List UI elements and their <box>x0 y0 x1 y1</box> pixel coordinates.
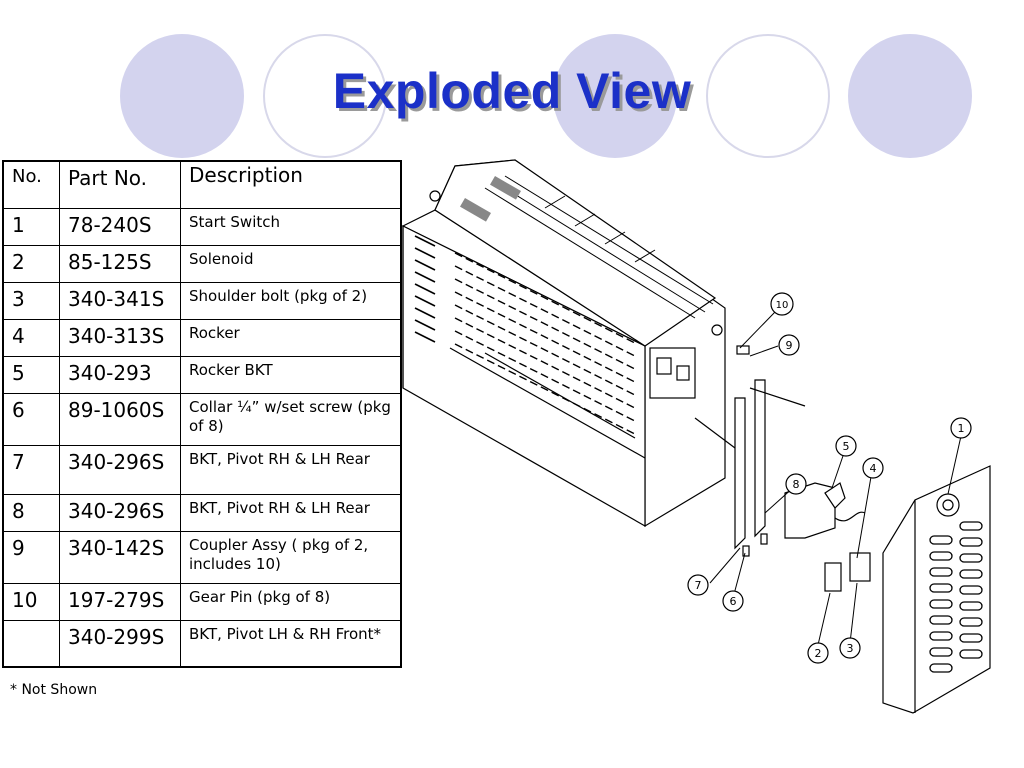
table-row: 3 340-341S Shoulder bolt (pkg of 2) <box>2 282 402 320</box>
svg-text:1: 1 <box>958 422 965 435</box>
svg-text:6: 6 <box>730 595 737 608</box>
header-part-no: Part No. <box>59 160 181 209</box>
table-row: 4 340-313S Rocker <box>2 319 402 357</box>
row-description: Rocker <box>180 319 402 357</box>
row-no: 5 <box>2 356 60 394</box>
row-description: Rocker BKT <box>180 356 402 394</box>
bracket-drawing <box>694 345 871 592</box>
decor-circle-3 <box>553 34 677 158</box>
row-no: 10 <box>2 583 60 621</box>
row-no: 8 <box>2 494 60 532</box>
row-no: 2 <box>2 245 60 283</box>
row-description: Collar ¼” w/set screw (pkg of 8) <box>180 393 402 446</box>
svg-text:5: 5 <box>843 440 850 453</box>
table-row: 8 340-296S BKT, Pivot RH & LH Rear <box>2 494 402 532</box>
decor-circle-2 <box>263 34 387 158</box>
row-no <box>2 620 60 667</box>
callout-2: 2 <box>807 642 829 664</box>
callout-3: 3 <box>839 637 861 659</box>
table-row: 10 197-279S Gear Pin (pkg of 8) <box>2 583 402 621</box>
row-no: 1 <box>2 208 60 246</box>
row-part-no: 85-125S <box>59 245 181 283</box>
callout-7: 7 <box>687 574 709 596</box>
row-no: 9 <box>2 531 60 584</box>
row-no: 3 <box>2 282 60 320</box>
row-part-no: 78-240S <box>59 208 181 246</box>
cover-panel-drawing <box>882 465 991 714</box>
row-part-no: 340-341S <box>59 282 181 320</box>
exploded-view-drawing: 1 2 3 4 5 6 7 8 9 10 <box>401 159 991 714</box>
row-description: Gear Pin (pkg of 8) <box>180 583 402 621</box>
row-description: Shoulder bolt (pkg of 2) <box>180 282 402 320</box>
decor-circle-5 <box>848 34 972 158</box>
row-part-no: 340-142S <box>59 531 181 584</box>
callout-1: 1 <box>950 417 972 439</box>
row-no: 6 <box>2 393 60 446</box>
svg-text:9: 9 <box>786 339 793 352</box>
row-description: BKT, Pivot RH & LH Rear <box>180 445 402 495</box>
row-description: Coupler Assy ( pkg of 2, includes 10) <box>180 531 402 584</box>
row-description: Start Switch <box>180 208 402 246</box>
row-part-no: 340-299S <box>59 620 181 667</box>
row-part-no: 340-296S <box>59 494 181 532</box>
row-part-no: 340-296S <box>59 445 181 495</box>
row-part-no: 197-279S <box>59 583 181 621</box>
callout-9: 9 <box>778 334 800 356</box>
callout-8: 8 <box>785 473 807 495</box>
housing-drawing <box>401 159 726 528</box>
callout-5: 5 <box>835 435 857 457</box>
table-row: 5 340-293 Rocker BKT <box>2 356 402 394</box>
table-row: 6 89-1060S Collar ¼” w/set screw (pkg of… <box>2 393 402 446</box>
row-description: BKT, Pivot LH & RH Front* <box>180 620 402 667</box>
svg-text:10: 10 <box>776 300 789 311</box>
table-row: 9 340-142S Coupler Assy ( pkg of 2, incl… <box>2 531 402 584</box>
decor-circle-4 <box>706 34 830 158</box>
callout-6: 6 <box>722 590 744 612</box>
parts-table: No. Part No. Description 1 78-240S Start… <box>2 160 402 668</box>
footnote: * Not Shown <box>10 682 98 698</box>
svg-text:8: 8 <box>793 478 800 491</box>
decor-circle-1 <box>120 34 244 158</box>
table-header-row: No. Part No. Description <box>2 160 402 209</box>
row-part-no: 340-313S <box>59 319 181 357</box>
table-row: 2 85-125S Solenoid <box>2 245 402 283</box>
slide-title: Exploded View <box>332 63 692 119</box>
callout-10: 10 <box>770 292 794 316</box>
header-description: Description <box>180 160 402 209</box>
svg-text:4: 4 <box>870 462 877 475</box>
table-row: 1 78-240S Start Switch <box>2 208 402 246</box>
table-row: 340-299S BKT, Pivot LH & RH Front* <box>2 620 402 667</box>
svg-text:3: 3 <box>847 642 854 655</box>
callout-4: 4 <box>862 457 884 479</box>
table-row: 7 340-296S BKT, Pivot RH & LH Rear <box>2 445 402 495</box>
row-part-no: 89-1060S <box>59 393 181 446</box>
row-no: 7 <box>2 445 60 495</box>
header-no: No. <box>2 160 60 209</box>
row-no: 4 <box>2 319 60 357</box>
row-description: BKT, Pivot RH & LH Rear <box>180 494 402 532</box>
svg-text:7: 7 <box>695 579 702 592</box>
row-description: Solenoid <box>180 245 402 283</box>
svg-text:2: 2 <box>815 647 822 660</box>
row-part-no: 340-293 <box>59 356 181 394</box>
